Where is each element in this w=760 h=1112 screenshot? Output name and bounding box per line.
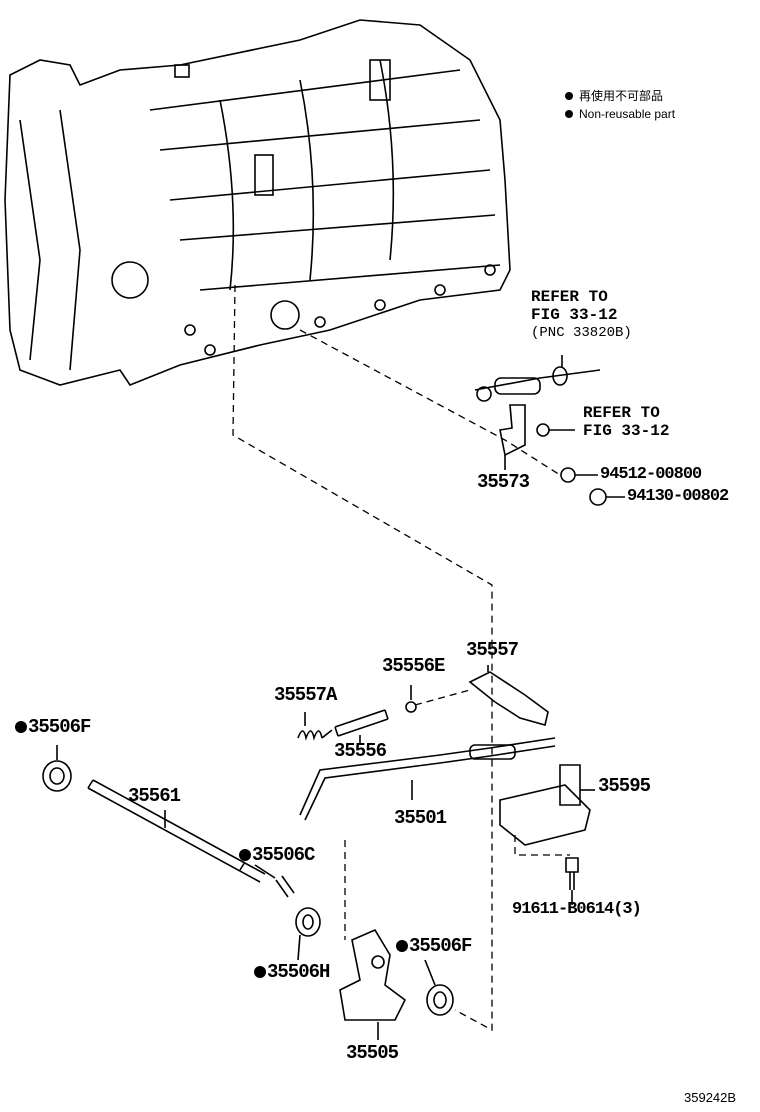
legend: 再使用不可部品 Non-reusable part — [565, 87, 675, 123]
part-label-94512-00800[interactable]: 94512-00800 — [600, 465, 702, 484]
part-label-35561[interactable]: 35561 — [128, 785, 181, 807]
part-label-35573[interactable]: 35573 — [477, 471, 530, 493]
lever-35557 — [468, 671, 549, 726]
part-label-35505[interactable]: 35505 — [346, 1042, 399, 1064]
part-label-35506F-left[interactable]: 35506F — [15, 717, 91, 737]
non-reusable-dot-icon — [15, 721, 27, 733]
illustration-code: 359242B — [684, 1090, 737, 1105]
part-label-35557A[interactable]: 35557A — [274, 684, 337, 706]
transmission-case — [4, 19, 511, 386]
filled-dot-icon — [565, 92, 573, 100]
part-label-35506C[interactable]: 35506C — [239, 845, 315, 865]
legend-item-jp: 再使用不可部品 — [565, 87, 675, 105]
filled-dot-icon — [565, 110, 573, 118]
detent-plate-35505 — [339, 928, 407, 1021]
shift-cable — [474, 355, 601, 402]
part-label-35506H[interactable]: 35506H — [254, 962, 330, 982]
part-label-35556E[interactable]: 35556E — [382, 655, 445, 677]
non-reusable-dot-icon — [396, 940, 408, 952]
part-label-35501[interactable]: 35501 — [394, 807, 447, 829]
dashed-guide-lines — [232, 284, 570, 1032]
part-label-35556[interactable]: 35556 — [334, 740, 387, 762]
legend-item-en: Non-reusable part — [565, 105, 675, 123]
non-reusable-dot-icon — [239, 849, 251, 861]
part-label-35557[interactable]: 35557 — [466, 639, 519, 661]
non-reusable-dot-icon — [254, 966, 266, 978]
part-label-35595[interactable]: 35595 — [598, 775, 651, 797]
part-label-35506F-right[interactable]: 35506F — [396, 936, 472, 956]
part-label-94130-00802[interactable]: 94130-00802 — [627, 487, 729, 506]
bracket-35595 — [499, 764, 591, 846]
bracket-35573 — [499, 404, 526, 457]
part-label-91611-B0614[interactable]: 91611-B0614(3) — [512, 900, 642, 919]
